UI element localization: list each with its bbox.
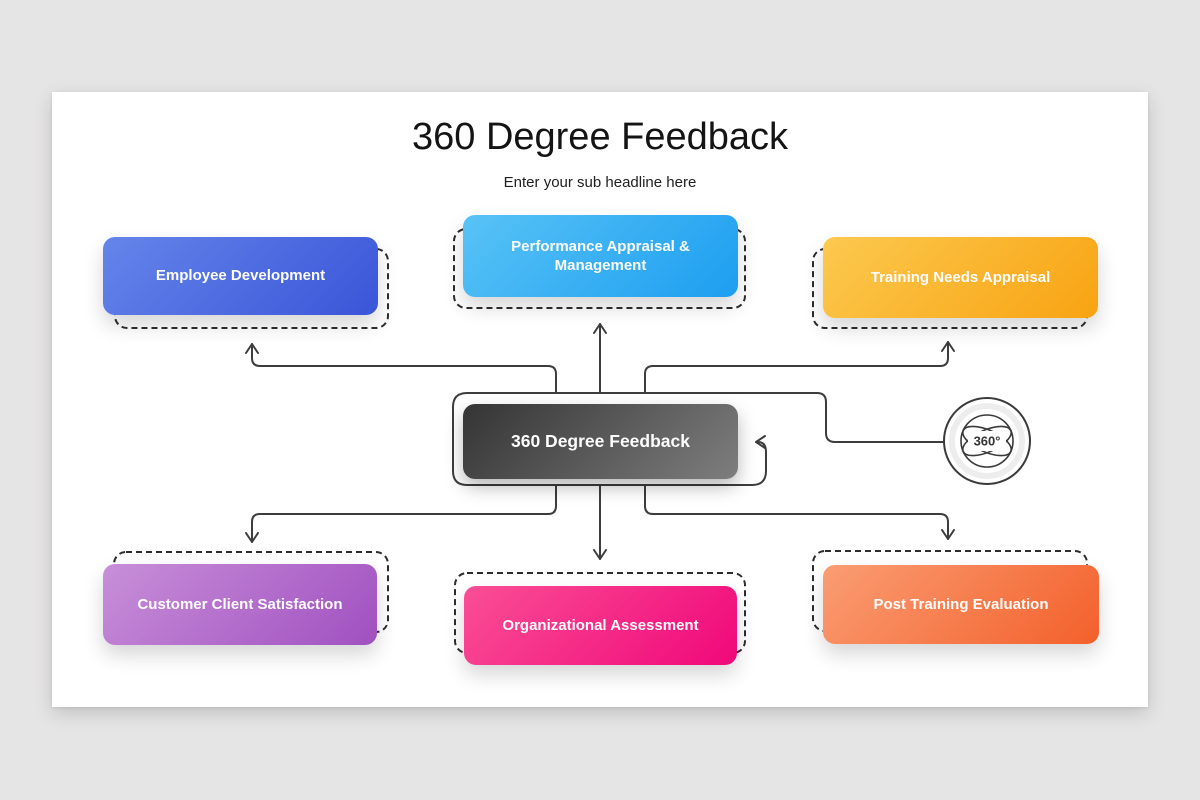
connector-center-to-top-right	[644, 341, 955, 394]
node-label: Organizational Assessment	[502, 616, 699, 634]
connector-center-to-bottom-left	[245, 484, 557, 543]
node-label: Employee Development	[155, 267, 326, 285]
node-performance-appraisal-management: Performance Appraisal & Management	[463, 215, 738, 297]
badge-inner-ring	[949, 403, 1025, 479]
node-label: Performance Appraisal & Management	[511, 237, 690, 275]
globe-icon	[960, 414, 1014, 468]
connector-badge-loop	[452, 392, 945, 486]
node-label: Customer Client Satisfaction	[137, 595, 343, 613]
page-subtitle: Enter your sub headline here	[503, 174, 697, 191]
node-employee-development: Employee Development	[103, 237, 378, 315]
connector-center-to-bottom-right	[644, 484, 955, 540]
node-organizational-assessment: Organizational Assessment	[464, 586, 737, 665]
node-post-training-evaluation: Post Training Evaluation	[823, 565, 1099, 644]
node-training-needs-appraisal: Training Needs Appraisal	[823, 237, 1098, 318]
node-center-360-feedback: 360 Degree Feedback	[463, 404, 738, 479]
connector-center-to-top-left	[245, 343, 557, 394]
badge-label-plate	[968, 431, 1006, 451]
center-node-label: 360 Degree Feedback	[511, 431, 690, 452]
node-customer-client-satisfaction: Customer Client Satisfaction	[103, 564, 377, 645]
node-label: Post Training Evaluation	[873, 595, 1049, 613]
dashed-outline-bottom-right	[812, 550, 1088, 632]
page-title: 360 Degree Feedback	[411, 116, 789, 158]
badge-label: 360°	[974, 434, 1001, 449]
node-label: Training Needs Appraisal	[870, 268, 1051, 286]
slide-canvas: 360 Degree Feedback Enter your sub headl…	[52, 92, 1148, 707]
360-badge-icon: 360°	[943, 397, 1031, 485]
